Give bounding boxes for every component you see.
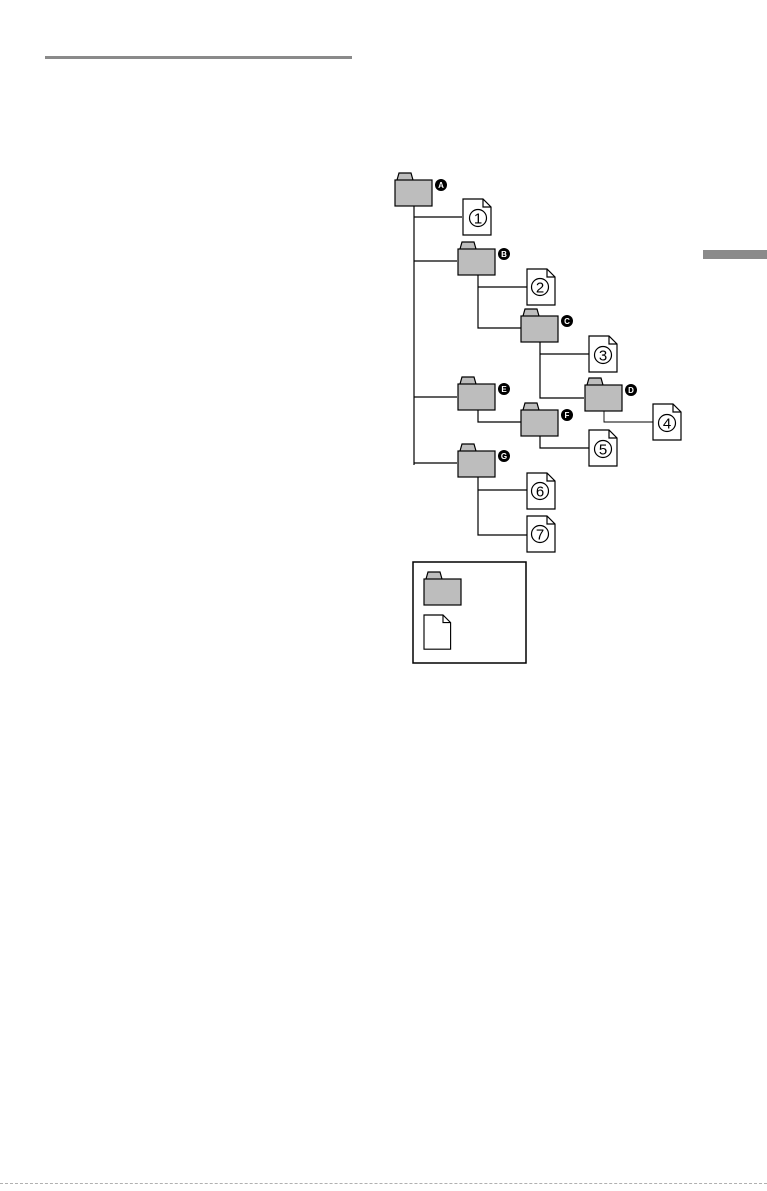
connector-e-folder-f (478, 410, 521, 422)
folder-icon (521, 403, 558, 436)
connector-d-file4 (604, 410, 653, 422)
file-2: 2 (527, 269, 555, 305)
file-number: 5 (599, 442, 607, 459)
folder-e: E (458, 377, 510, 410)
folder-badge-letter: A (438, 181, 444, 190)
folder-icon (458, 377, 495, 410)
file-number: 2 (536, 280, 544, 297)
folder-icon (458, 242, 495, 275)
folder-c: C (521, 309, 573, 342)
folder-icon (458, 444, 495, 477)
file-4: 4 (653, 404, 681, 440)
folder-badge-letter: B (501, 250, 507, 259)
file-number: 7 (536, 527, 544, 544)
connector-f-file5 (540, 436, 589, 448)
folder-badge-letter: F (565, 411, 570, 420)
connector-b-folder-c (478, 275, 521, 328)
folder-badge-letter: E (501, 385, 507, 394)
connector-g-file7 (478, 476, 527, 535)
legend-file-icon (424, 615, 451, 649)
legend-box (413, 562, 526, 663)
folder-badge-letter: D (628, 386, 634, 395)
file-number: 4 (663, 416, 671, 433)
folder-f: F (521, 403, 573, 436)
file-6: 6 (527, 473, 555, 509)
folder-icon (395, 173, 432, 206)
file-number: 6 (536, 484, 544, 501)
folder-a: A (395, 173, 447, 206)
folder-g: G (458, 444, 510, 477)
connector-c-folder-d (540, 341, 584, 398)
folder-badge-letter: G (501, 452, 507, 461)
file-number: 1 (474, 211, 482, 228)
file-3: 3 (589, 336, 617, 372)
file-7: 7 (527, 516, 555, 552)
folder-b: B (458, 242, 510, 275)
file-number: 3 (599, 348, 607, 365)
file-5: 5 (589, 430, 617, 466)
folder-icon (521, 309, 558, 342)
file-1: 1 (463, 199, 491, 235)
folder-icon (585, 378, 622, 411)
folder-d: D (585, 378, 637, 411)
folder-badge-letter: C (564, 317, 570, 326)
